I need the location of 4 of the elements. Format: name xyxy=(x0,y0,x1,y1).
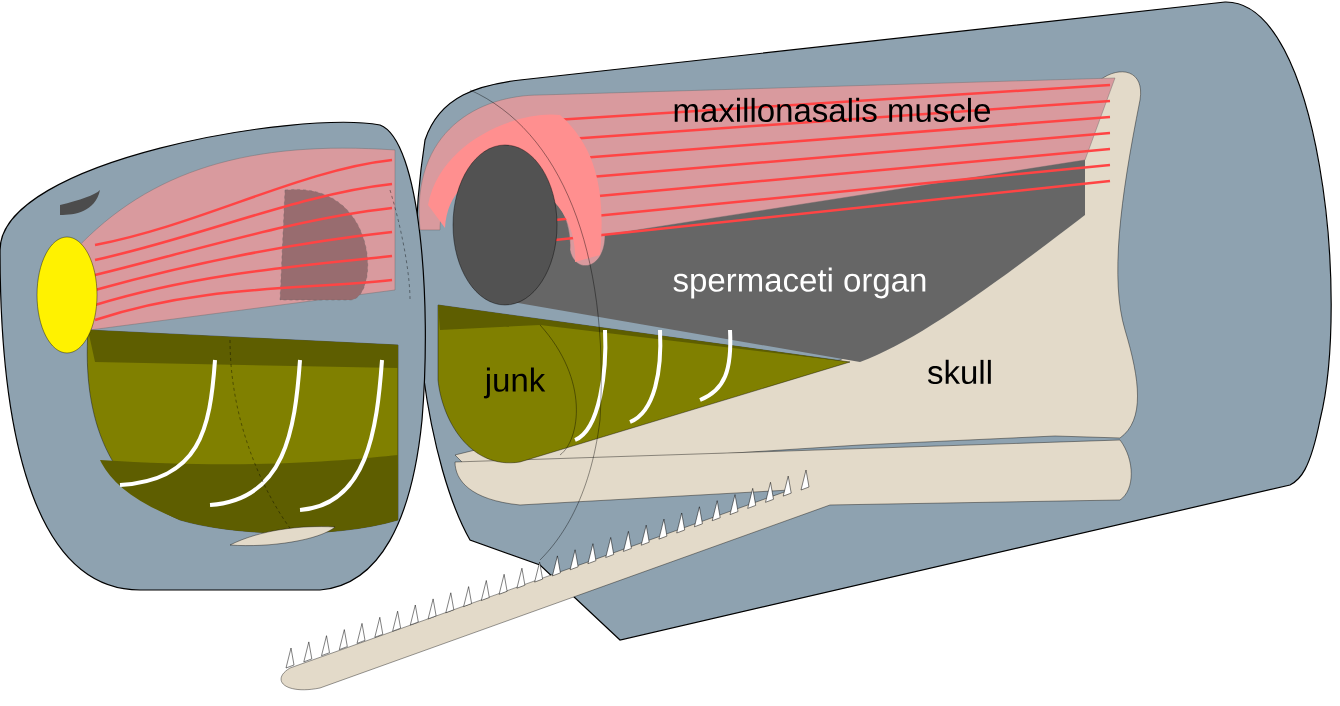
part-label: spermaceti organ xyxy=(673,267,926,299)
part-label: maxillonasalis muscle xyxy=(674,97,990,123)
part-label: junk xyxy=(483,367,546,399)
part-label: skull xyxy=(927,359,991,385)
